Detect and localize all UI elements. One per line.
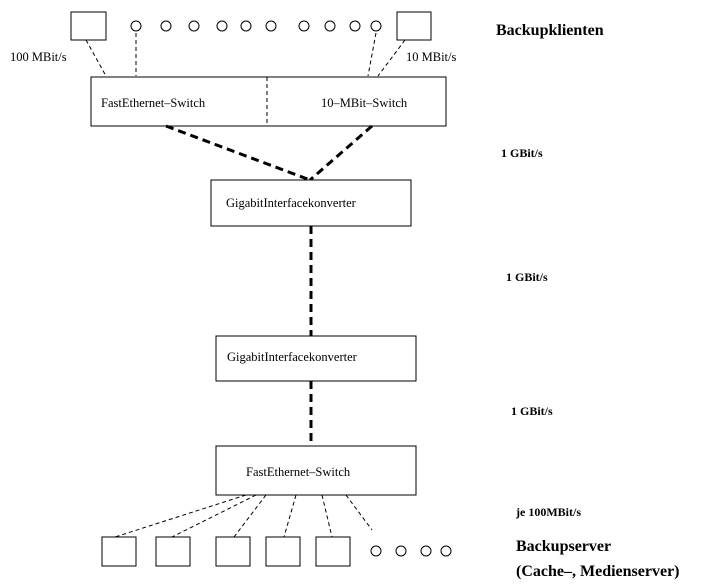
uplink-10mbit <box>309 124 373 182</box>
client-circle <box>160 20 172 32</box>
server-circles <box>370 545 452 557</box>
client-circle <box>370 20 382 32</box>
client-box-left <box>70 11 107 41</box>
client-circle <box>298 20 310 32</box>
gbic-1-label: GigabitInterfacekonverter <box>226 196 357 210</box>
link-rate-1: 1 GBit/s <box>501 146 543 160</box>
10mbit-switch-label: 10–MBit–Switch <box>321 96 408 110</box>
bottom-switch-box <box>215 445 417 496</box>
server-box <box>215 536 251 567</box>
fastethernet-switch-label: FastEthernet–Switch <box>101 96 206 110</box>
rate-left-label: 100 MBit/s <box>10 50 67 64</box>
top-switch-box <box>90 76 447 127</box>
server-link-4 <box>283 494 297 538</box>
link-rate-3: 1 GBit/s <box>511 404 553 418</box>
server-link-2 <box>171 494 257 538</box>
server-circle <box>370 545 382 557</box>
server-circle <box>395 545 407 557</box>
client-circle-link-right <box>367 32 377 77</box>
server-link-3 <box>233 494 267 538</box>
uplink-fastethernet <box>165 124 311 182</box>
server-circle <box>420 545 432 557</box>
rate-right-label: 10 MBit/s <box>406 50 456 64</box>
bottom-switch-label: FastEthernet–Switch <box>246 465 351 479</box>
client-box-right <box>396 11 432 41</box>
client-circle <box>216 20 228 32</box>
client-circle <box>240 20 252 32</box>
server-link-1 <box>114 494 247 538</box>
server-link-rate: je 100MBit/s <box>515 505 581 519</box>
server-box <box>155 536 191 567</box>
server-link-5 <box>321 494 333 538</box>
server-link-6 <box>345 494 373 531</box>
server-boxes <box>101 536 351 567</box>
client-right-link <box>377 39 406 77</box>
client-circle <box>265 20 277 32</box>
clients-group-label: Backupklienten <box>496 22 604 39</box>
server-box <box>101 536 137 567</box>
servers-group-label: Backupserver <box>516 538 611 555</box>
client-circle <box>349 20 361 32</box>
server-box <box>315 536 351 567</box>
client-circles <box>130 20 382 32</box>
server-box <box>265 536 301 567</box>
client-circle <box>324 20 336 32</box>
link-rate-2: 1 GBit/s <box>506 270 548 284</box>
servers-group-sublabel: (Cache–, Medienserver) <box>516 563 680 580</box>
gbic-2-label: GigabitInterfacekonverter <box>227 350 358 364</box>
gbic-2-box <box>215 335 417 382</box>
client-circle <box>188 20 200 32</box>
client-left-link <box>85 39 107 77</box>
client-circle <box>130 20 142 32</box>
server-circle <box>440 545 452 557</box>
